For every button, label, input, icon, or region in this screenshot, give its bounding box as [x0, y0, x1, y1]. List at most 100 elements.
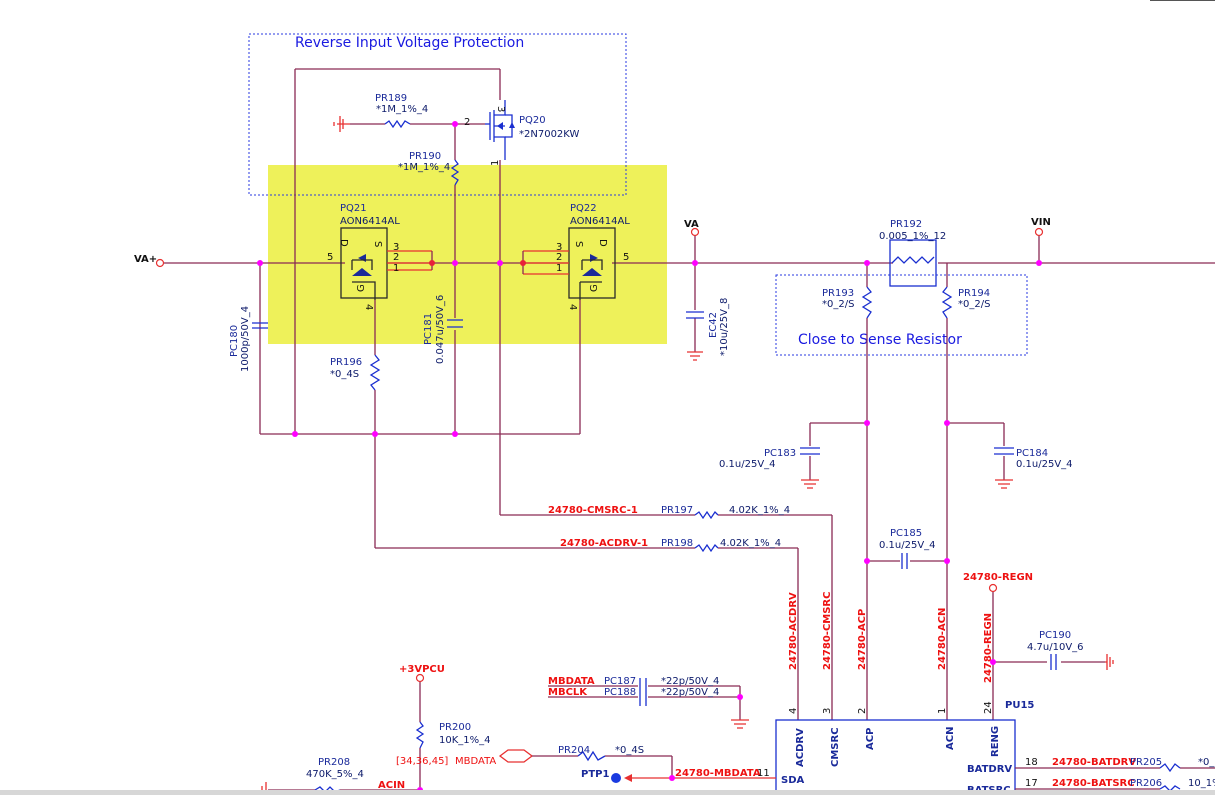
svg-text:PQ21: PQ21 [340, 203, 367, 214]
svg-text:0.005_1%_12: 0.005_1%_12 [879, 231, 946, 242]
svg-text:PR196: PR196 [330, 357, 362, 368]
svg-text:*0_2/S: *0_2/S [958, 299, 990, 310]
resistor-pr193[interactable]: PR193 *0_2/S [822, 286, 873, 319]
capacitor-pc180[interactable]: PC180 1000p/50V_4 [229, 306, 268, 372]
offpage-ref: [34,36,45] [396, 756, 448, 767]
svg-text:*1M_1%_4: *1M_1%_4 [398, 162, 450, 173]
svg-text:2: 2 [393, 252, 399, 263]
svg-text:PC188: PC188 [604, 687, 636, 698]
svg-text:2: 2 [857, 708, 868, 714]
capacitor-pc183[interactable]: PC183 0.1u/25V_4 [719, 447, 820, 489]
svg-text:PC185: PC185 [890, 528, 922, 539]
svg-text:SDA: SDA [781, 775, 805, 786]
svg-text:4: 4 [363, 304, 374, 310]
svg-text:10K_1%_4: 10K_1%_4 [439, 735, 491, 746]
regn-port-label: 24780-REGN [963, 572, 1033, 583]
svg-text:2: 2 [464, 117, 470, 128]
resistor-pr208[interactable]: PR208 470K_5%_4 [306, 757, 364, 793]
svg-text:PR206: PR206 [1130, 778, 1162, 789]
svg-text:4: 4 [567, 304, 578, 310]
capacitor-pc187-pc188[interactable]: PC187 PC188 *22p/50V_4 *22p/50V_4 [604, 676, 749, 729]
svg-text:PR189: PR189 [375, 93, 407, 104]
mosfet-pq21[interactable]: D S G 3 2 1 5 4 PQ21 AON6414AL [327, 203, 433, 310]
offpage-connector[interactable] [498, 749, 534, 763]
mosfet-pq20[interactable]: 2 3 1 PQ20 *2N7002KW [464, 100, 579, 166]
resistor-pr205[interactable]: PR205 *0_ [1130, 757, 1215, 773]
svg-text:4: 4 [788, 708, 799, 714]
svg-text:*22p/50V_4: *22p/50V_4 [661, 687, 719, 698]
resistor-pr189[interactable]: PR189 *1M_1%_4 [333, 93, 428, 132]
vin-port[interactable] [1034, 227, 1044, 237]
v3vpcu-label: +3VPCU [399, 664, 445, 675]
net-acdrv1: 24780-ACDRV-1 [560, 538, 648, 549]
svg-text:*10u/25V_8: *10u/25V_8 [719, 298, 730, 356]
capacitor-pc185[interactable]: PC185 0.1u/25V_4 [879, 528, 936, 569]
va-port[interactable] [690, 227, 700, 237]
svg-text:1: 1 [393, 263, 399, 274]
svg-text:PC180: PC180 [229, 325, 240, 357]
svg-text:S: S [573, 241, 584, 247]
reverse-protection-title: Reverse Input Voltage Protection [295, 35, 524, 51]
net-batsrc: 24780-BATSRC [1052, 778, 1135, 789]
ptp1-testpoint[interactable] [611, 773, 621, 783]
mosfet-pq22[interactable]: S D G 3 2 1 5 4 PQ22 AON6414AL [522, 203, 630, 310]
resistor-pr190[interactable]: PR190 *1M_1%_4 [398, 151, 460, 186]
svg-text:18: 18 [1025, 757, 1038, 768]
horizontal-scrollbar[interactable] [0, 790, 1215, 795]
svg-text:PR190: PR190 [409, 151, 441, 162]
svg-text:1: 1 [490, 160, 501, 166]
regn-port[interactable] [988, 583, 998, 593]
resistor-pr194[interactable]: PR194 *0_2/S [941, 286, 990, 319]
resistor-pr197[interactable]: PR197 4.02K_1%_4 [661, 505, 790, 520]
svg-text:PQ22: PQ22 [570, 203, 597, 214]
net-cmsrc1: 24780-CMSRC-1 [548, 505, 638, 516]
svg-text:1: 1 [937, 708, 948, 714]
drive-routes [375, 514, 833, 720]
svg-text:4.7u/10V_6: 4.7u/10V_6 [1027, 642, 1084, 653]
svg-text:*0_4S: *0_4S [615, 745, 644, 756]
svg-text:3: 3 [822, 708, 833, 714]
svg-text:PQ20: PQ20 [519, 115, 546, 126]
svg-text:4.02K_1%_4: 4.02K_1%_4 [720, 538, 781, 549]
svg-text:*0_: *0_ [1198, 757, 1215, 768]
svg-text:PR193: PR193 [822, 288, 854, 299]
svg-text:EC42: EC42 [708, 312, 719, 338]
v3vpcu-port[interactable] [415, 673, 425, 683]
svg-text:2: 2 [556, 252, 562, 263]
svg-text:G: G [356, 284, 367, 292]
svg-text:PC190: PC190 [1039, 630, 1071, 641]
net-mbdata-offpage: MBDATA [455, 756, 496, 767]
svg-text:PR204: PR204 [558, 745, 590, 756]
gate-loop-wires [259, 68, 581, 548]
resistor-pr196[interactable]: PR196 *0_4S [330, 354, 381, 391]
chip-pu15[interactable]: PU15 4 3 2 1 24 ACDRV CMSRC ACP ACN RENG… [775, 700, 1034, 795]
svg-text:RENG: RENG [990, 726, 1001, 757]
capacitor-pc184[interactable]: PC184 0.1u/25V_4 [994, 447, 1073, 489]
capacitor-ec42[interactable]: EC42 *10u/25V_8 [686, 298, 730, 361]
sense-lines [809, 263, 1005, 720]
resistor-pr200[interactable]: PR200 10K_1%_4 [415, 721, 491, 749]
svg-text:PR205: PR205 [1130, 757, 1162, 768]
svg-text:470K_5%_4: 470K_5%_4 [306, 769, 364, 780]
svg-text:1000p/50V_4: 1000p/50V_4 [240, 306, 251, 372]
svg-text:G: G [589, 284, 600, 292]
resistor-pr204[interactable]: PR204 *0_4S [558, 745, 644, 762]
svg-text:ACN: ACN [945, 727, 956, 750]
resistor-pr192[interactable]: PR192 0.005_1%_12 [879, 219, 946, 287]
svg-text:PR208: PR208 [318, 757, 350, 768]
net-acdrv: 24780-ACDRV [788, 592, 799, 670]
net-acin: ACIN [378, 780, 405, 791]
net-regn: 24780-REGN [983, 613, 994, 683]
svg-text:0.1u/25V_4: 0.1u/25V_4 [879, 540, 936, 551]
svg-text:PR192: PR192 [890, 219, 922, 230]
resistor-pr198[interactable]: PR198 4.02K_1%_4 [661, 538, 781, 553]
va-plus-port[interactable] [155, 258, 165, 268]
va-label: VA [684, 219, 699, 230]
net-cmsrc: 24780-CMSRC [822, 592, 833, 670]
svg-text:CMSRC: CMSRC [830, 727, 841, 767]
ptp1-label: PTP1 [581, 769, 609, 780]
capacitor-pc190[interactable]: PC190 4.7u/10V_6 [1027, 630, 1114, 670]
svg-text:PR194: PR194 [958, 288, 990, 299]
capacitor-pc181[interactable]: PC181 0.047u/50V_6 [423, 295, 463, 364]
